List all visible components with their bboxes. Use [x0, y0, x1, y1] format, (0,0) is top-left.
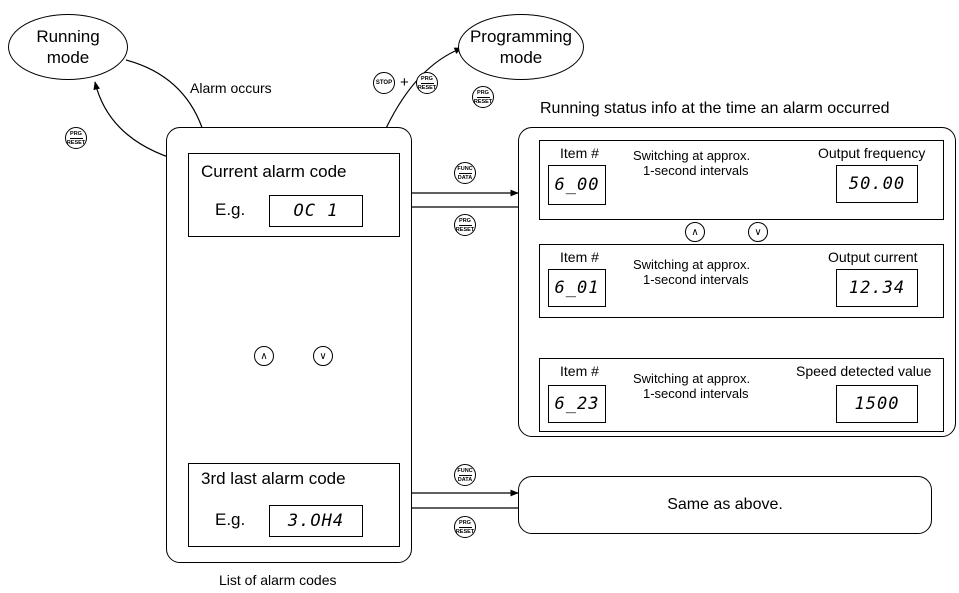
- item-number-label: Item #: [560, 363, 599, 379]
- switching-text-line1: Switching at approx.: [633, 148, 751, 163]
- down-key-icon: ∨: [313, 346, 333, 366]
- status-row: Item # 6_01 Switching at approx. 1-secon…: [539, 244, 944, 318]
- plus-sign: +: [400, 74, 409, 91]
- item-number-label: Item #: [560, 249, 599, 265]
- same-as-above-box: Same as above.: [518, 476, 932, 534]
- value-label: Speed detected value: [796, 363, 932, 379]
- switching-text-line2: 1-second intervals: [643, 163, 749, 178]
- running-mode-label-line1: Running: [36, 27, 100, 46]
- item-number-label: Item #: [560, 145, 599, 161]
- current-alarm-title: Current alarm code: [201, 162, 347, 181]
- programming-mode-node: Programming mode: [458, 14, 584, 80]
- up-key-icon: ∧: [685, 222, 705, 242]
- programming-mode-label-line2: mode: [499, 48, 543, 67]
- down-key-icon: ∨: [748, 222, 768, 242]
- same-as-above-text: Same as above.: [667, 496, 783, 513]
- stop-key-icon: STOP: [373, 72, 395, 94]
- switching-text-line2: 1-second intervals: [643, 272, 749, 287]
- alarm-occurs-label: Alarm occurs: [190, 80, 272, 96]
- value-lcd: 50.00: [836, 165, 918, 203]
- running-mode-node: Running mode: [8, 14, 128, 80]
- current-alarm-lcd: OC 1: [269, 195, 363, 227]
- third-last-alarm-title: 3rd last alarm code: [201, 469, 346, 488]
- value-label: Output current: [828, 249, 918, 265]
- third-last-alarm-code-box: 3rd last alarm code E.g. 3.OH4: [188, 463, 400, 547]
- status-panel-title: Running status info at the time an alarm…: [540, 100, 890, 117]
- item-number-lcd: 6_01: [548, 269, 606, 307]
- third-last-alarm-lcd: 3.OH4: [269, 505, 363, 537]
- status-row: Item # 6_00 Switching at approx. 1-secon…: [539, 140, 944, 220]
- third-last-alarm-eg-label: E.g.: [215, 510, 246, 529]
- switching-text-line2: 1-second intervals: [643, 386, 749, 401]
- value-lcd: 12.34: [836, 269, 918, 307]
- status-row: Item # 6_23 Switching at approx. 1-secon…: [539, 358, 944, 432]
- switching-text-line1: Switching at approx.: [633, 257, 751, 272]
- item-number-lcd: 6_23: [548, 385, 606, 423]
- switching-text-line1: Switching at approx.: [633, 371, 751, 386]
- running-mode-label-line2: mode: [46, 48, 90, 67]
- item-number-lcd: 6_00: [548, 165, 606, 205]
- current-alarm-eg-label: E.g.: [215, 200, 246, 219]
- current-alarm-code-box: Current alarm code E.g. OC 1: [188, 153, 400, 237]
- programming-mode-label-line1: Programming: [469, 27, 573, 46]
- value-label: Output frequency: [818, 145, 926, 161]
- alarm-list-caption: List of alarm codes: [219, 572, 337, 588]
- value-lcd: 1500: [836, 385, 918, 423]
- up-key-icon: ∧: [254, 346, 274, 366]
